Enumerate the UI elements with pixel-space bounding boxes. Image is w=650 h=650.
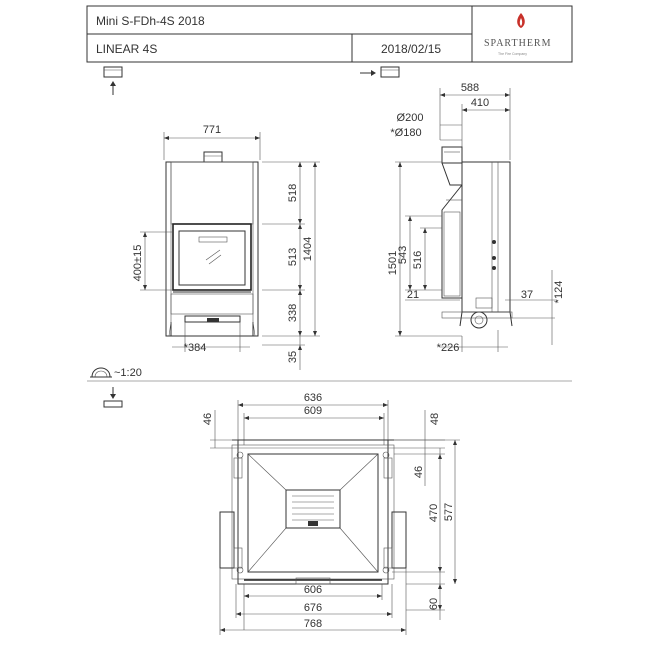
side-flue-inner-label: *Ø180 [390, 127, 421, 139]
top-w636-label: 636 [304, 392, 322, 404]
side-flue-outer-label: Ø200 [397, 112, 424, 124]
side-depth-total-label: 588 [461, 82, 479, 94]
side-view-icon [360, 66, 400, 78]
front-h518-label: 518 [287, 184, 299, 202]
top-view: 636 609 [202, 392, 460, 635]
side-total-height-label: 1501 [387, 251, 399, 275]
top-w609-label: 609 [304, 405, 322, 417]
front-width-label: 771 [203, 124, 221, 136]
model-name: Mini S-FDh-4S 2018 [96, 14, 205, 28]
brand-tagline: The Fire Company [498, 52, 527, 56]
side-base-label: *226 [437, 342, 460, 354]
series-name: LINEAR 4S [96, 42, 157, 56]
front-view: 771 518 513 338 3 [132, 124, 320, 370]
top-w768-label: 768 [304, 618, 322, 630]
side-h21-label: 21 [407, 289, 419, 301]
top-d60-label: 60 [428, 598, 440, 610]
flame-logo-icon [517, 13, 525, 28]
drawing-date: 2018/02/15 [381, 42, 441, 56]
top-w606-label: 606 [304, 584, 322, 596]
top-d48-label: 48 [429, 413, 441, 425]
front-h35-label: 35 [287, 351, 299, 363]
scale-label: ~1:20 [114, 367, 142, 379]
top-view-icon [103, 387, 123, 408]
top-d46b-label: 46 [413, 466, 425, 478]
top-w676-label: 676 [304, 602, 322, 614]
front-base-label: *384 [184, 342, 207, 354]
scale-marker: ~1:20 [90, 367, 142, 379]
side-view: 588 410 Ø200 *Ø180 1501 [387, 82, 565, 354]
title-block: Mini S-FDh-4S 2018 LINEAR 4S 2018/02/15 … [86, 5, 573, 63]
side-depth-flue-label: 410 [471, 97, 489, 109]
front-h338-label: 338 [287, 304, 299, 322]
front-view-icon [103, 66, 123, 95]
side-h543-label: 543 [397, 246, 409, 264]
front-h513-label: 513 [287, 248, 299, 266]
front-total-height-label: 1404 [302, 237, 314, 261]
brand-logo: SPARTHERM [484, 38, 552, 49]
side-h37-label: 37 [521, 289, 533, 301]
side-h124-label: *124 [553, 281, 565, 304]
front-opening-label: 400±15 [132, 245, 144, 282]
top-d46a-label: 46 [202, 413, 214, 425]
top-d577-label: 577 [443, 503, 455, 521]
side-h516-label: 516 [412, 251, 424, 269]
top-d470-label: 470 [428, 504, 440, 522]
